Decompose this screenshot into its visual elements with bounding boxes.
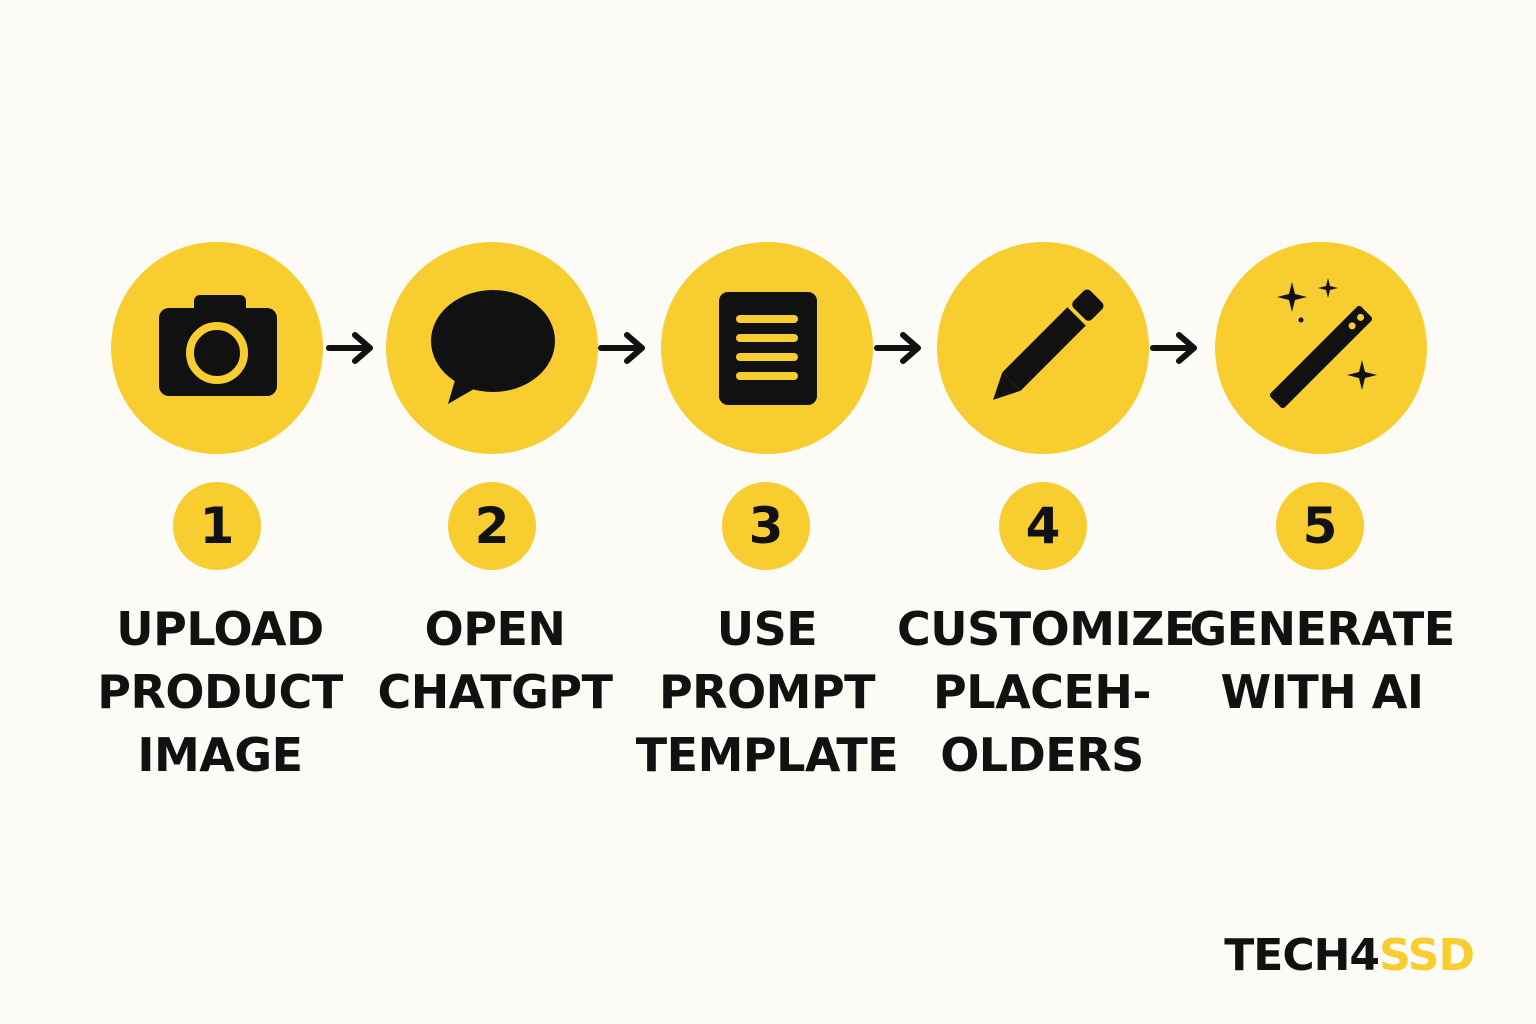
label-line: IMAGE bbox=[137, 728, 303, 782]
label-line: PRODUCT bbox=[97, 665, 343, 719]
arrow-right-icon bbox=[325, 330, 377, 366]
brand-part-accent: SSD bbox=[1379, 930, 1475, 981]
magic-wand-icon bbox=[1215, 242, 1427, 454]
step-5-circle bbox=[1215, 242, 1427, 454]
step-number-badge: 2 bbox=[448, 482, 536, 570]
arrow-right-icon bbox=[873, 330, 925, 366]
arrow-right-icon bbox=[597, 330, 649, 366]
step-number-badge: 3 bbox=[722, 482, 810, 570]
label-line: USE bbox=[716, 602, 818, 656]
step-number-badge: 5 bbox=[1276, 482, 1364, 570]
step-3-circle bbox=[661, 242, 873, 454]
label-line: CUSTOMIZE bbox=[897, 602, 1195, 656]
camera-icon bbox=[111, 242, 323, 454]
label-line: PLACEH- bbox=[933, 665, 1151, 719]
step-1-label: UPLOAD PRODUCT IMAGE bbox=[75, 598, 365, 787]
label-line: UPLOAD bbox=[116, 602, 324, 656]
brand-part-dark: TECH4 bbox=[1224, 930, 1380, 981]
document-icon bbox=[661, 242, 873, 454]
label-line: CHATGPT bbox=[377, 665, 613, 719]
arrow-right-icon bbox=[1149, 330, 1201, 366]
step-5-label: GENERATE WITH AI bbox=[1177, 598, 1467, 724]
step-3-label: USE PROMPT TEMPLATE bbox=[622, 598, 912, 787]
label-line: PROMPT bbox=[658, 665, 876, 719]
step-number-badge: 1 bbox=[173, 482, 261, 570]
brand-logo: TECH4SSD bbox=[1224, 930, 1475, 981]
step-1-circle bbox=[111, 242, 323, 454]
step-2-circle bbox=[386, 242, 598, 454]
step-4-circle bbox=[937, 242, 1149, 454]
pencil-icon bbox=[937, 242, 1149, 454]
label-line: OLDERS bbox=[940, 728, 1144, 782]
label-line: TEMPLATE bbox=[635, 728, 899, 782]
step-2-label: OPEN CHATGPT bbox=[350, 598, 640, 724]
step-number-badge: 4 bbox=[999, 482, 1087, 570]
label-line: GENERATE bbox=[1189, 602, 1455, 656]
label-line: WITH AI bbox=[1220, 665, 1424, 719]
speech-bubble-icon bbox=[386, 242, 598, 454]
label-line: OPEN bbox=[424, 602, 566, 656]
step-4-label: CUSTOMIZE PLACEH- OLDERS bbox=[897, 598, 1195, 787]
